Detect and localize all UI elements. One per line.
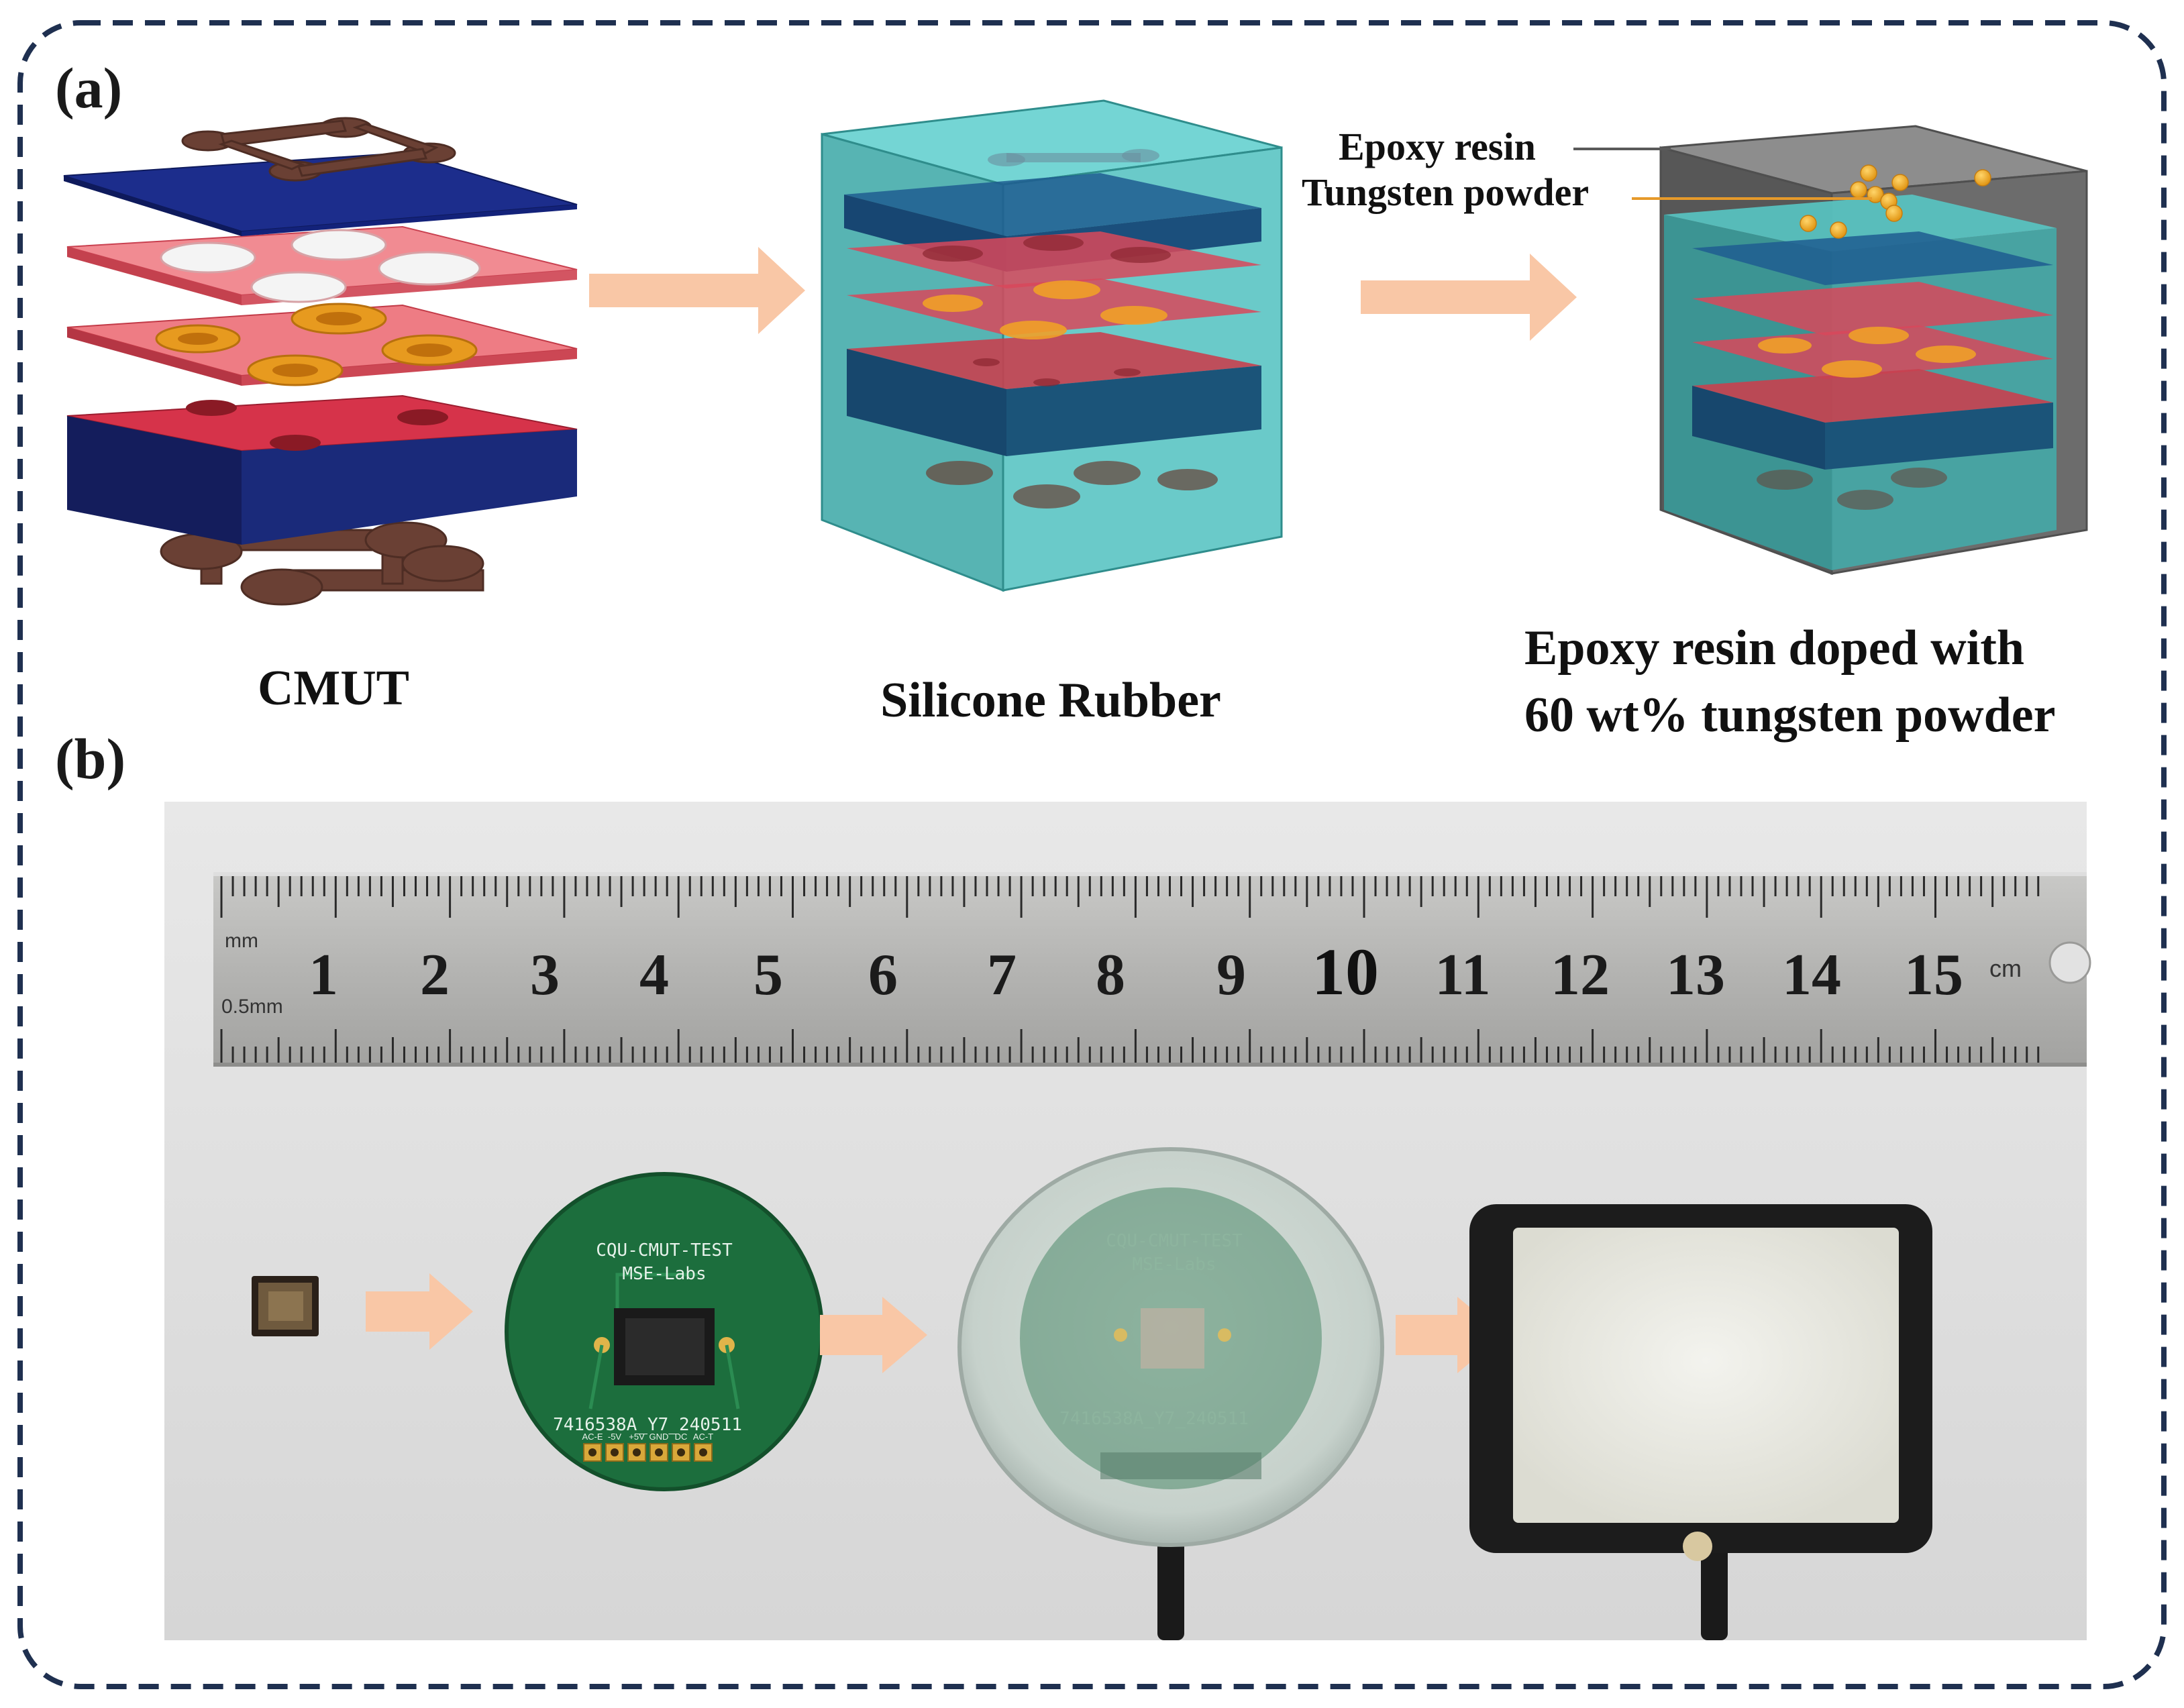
silicone-encapsulated-stack: [821, 99, 1283, 592]
pcb-pin-hole: [699, 1448, 707, 1456]
photo-arrow-1: [366, 1273, 473, 1350]
pcb-pin-hole: [633, 1448, 641, 1456]
pcb-pin-label: -5V: [608, 1432, 622, 1442]
ruler-unit-mm: mm: [225, 930, 258, 952]
ruler-number: 9: [1216, 943, 1246, 1008]
dashed-frame: [17, 20, 2167, 1689]
pcb-pin-hole: [655, 1448, 663, 1456]
stage-caption-silicone: Silicone Rubber: [880, 673, 1221, 728]
pcb-pin-pad: [694, 1443, 713, 1462]
tungsten-powder-particles: [1800, 164, 1991, 239]
pcb-pin-hole: [588, 1448, 596, 1456]
pcb-pin-pad: [605, 1443, 624, 1462]
ruler-number: 14: [1782, 943, 1841, 1008]
ruler-ticks: [220, 876, 2040, 1063]
cmut-exploded-stack: [63, 117, 578, 606]
callout-tungsten-powder-label: Tungsten powder: [1302, 170, 1589, 214]
callout-tungsten-powder: Tungsten powder: [1302, 170, 1872, 214]
sil-pcb-text-line1: CQU-CMUT-TEST: [1106, 1231, 1243, 1251]
ruler-number: 7: [987, 943, 1017, 1008]
callout-epoxy-resin: Epoxy resin: [1339, 125, 1671, 168]
photo-arrow-2: [820, 1297, 927, 1373]
photo-cmut-chip: [252, 1276, 319, 1336]
pcb-pin-hole: [611, 1448, 619, 1456]
photo-silicone-device: CQU-CMUT-TEST MSE-Labs 7416538A_Y7_24051…: [957, 1147, 1384, 1640]
panel-label-b: (b): [55, 727, 125, 791]
pcb-text-line1: CQU-CMUT-TEST: [596, 1240, 733, 1261]
photo-pcb-board: CQU-CMUT-TEST MSE-Labs 7416538A_Y7_24051…: [505, 1172, 824, 1491]
pcb-pin-label: +5V: [629, 1432, 645, 1442]
sil-pcb-text-line2: MSE-Labs: [1132, 1255, 1216, 1275]
ruler-unit-half-mm: 0.5mm: [221, 996, 283, 1018]
pcb-pin-label: DC: [675, 1432, 688, 1442]
callout-epoxy-resin-label: Epoxy resin: [1339, 125, 1536, 168]
pcb-text-line2: MSE-Labs: [622, 1264, 706, 1284]
ruler-unit-cm: cm: [1989, 955, 2022, 982]
ruler-number: 2: [420, 943, 450, 1008]
process-arrow-2: [1361, 254, 1577, 341]
pcb-pin-label: AC-T: [693, 1432, 713, 1442]
ruler-number: 6: [868, 943, 898, 1008]
stage-caption-epoxy-line2: 60 wt% tungsten powder: [1524, 688, 2055, 743]
pcb-pin-header: AC-E -5V +5V GND DC AC-T: [582, 1432, 713, 1462]
pcb-pin-label: GND: [649, 1432, 669, 1442]
sil-pcb-serial: 7416538A_Y7_240511: [1059, 1409, 1249, 1429]
pcb-pin-label: AC-E: [582, 1432, 603, 1442]
ruler-number: 5: [753, 943, 783, 1008]
ruler-number: 15: [1904, 943, 1963, 1008]
ruler-number: 4: [639, 943, 669, 1008]
ruler-number: 11: [1435, 943, 1490, 1008]
ruler-number: 10: [1312, 935, 1379, 1009]
stage-caption-cmut: CMUT: [258, 661, 409, 716]
ruler-number: 13: [1666, 943, 1725, 1008]
epoxy-tungsten-backed-stack: [1659, 125, 2088, 576]
ruler-number: 8: [1096, 943, 1125, 1008]
ruler-number: 3: [530, 943, 560, 1008]
pcb-pin-hole: [677, 1448, 685, 1456]
pcb-serial: 7416538A_Y7_240511: [553, 1415, 742, 1435]
photo-epoxy-device: [1469, 1204, 1932, 1640]
bottom-electrode: [160, 521, 484, 606]
ruler-number: 12: [1551, 943, 1610, 1008]
stage-caption-epoxy-line1: Epoxy resin doped with: [1524, 621, 2024, 676]
ruler-number: 1: [309, 943, 338, 1008]
panel-label-a: (a): [55, 56, 122, 120]
process-arrow-1: [589, 247, 805, 334]
